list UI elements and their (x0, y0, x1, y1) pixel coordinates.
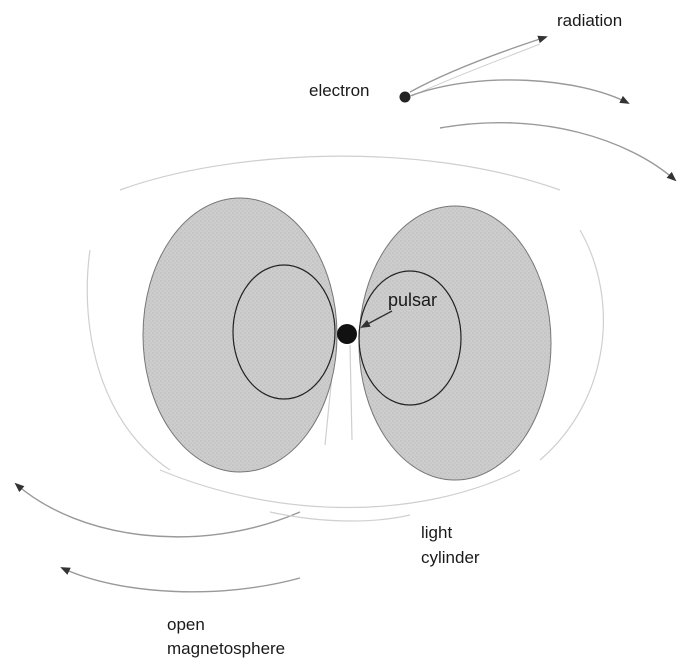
open-magnetosphere-label-line1: open (167, 614, 205, 636)
light-cylinder-label-line2: cylinder (421, 547, 480, 569)
light-cylinder-label-line1: light (421, 522, 452, 544)
lower-field-line-2 (62, 568, 300, 592)
radiation-arrow (410, 37, 546, 92)
left-magnetosphere-lobe (143, 198, 337, 472)
upper-field-line-1 (410, 80, 628, 103)
lower-field-line-1 (16, 484, 300, 537)
radiation-arrow-shadow (412, 44, 540, 96)
radiation-label: radiation (557, 10, 622, 32)
electron-label: electron (309, 80, 369, 102)
electron-dot (400, 92, 411, 103)
pulsar-label: pulsar (388, 289, 437, 311)
upper-field-line-2 (440, 123, 675, 180)
open-magnetosphere-label-line2: magnetosphere (167, 638, 285, 660)
lower-field-line-3 (270, 512, 410, 521)
right-magnetosphere-lobe (359, 206, 551, 480)
pulsar-dot (337, 324, 357, 344)
